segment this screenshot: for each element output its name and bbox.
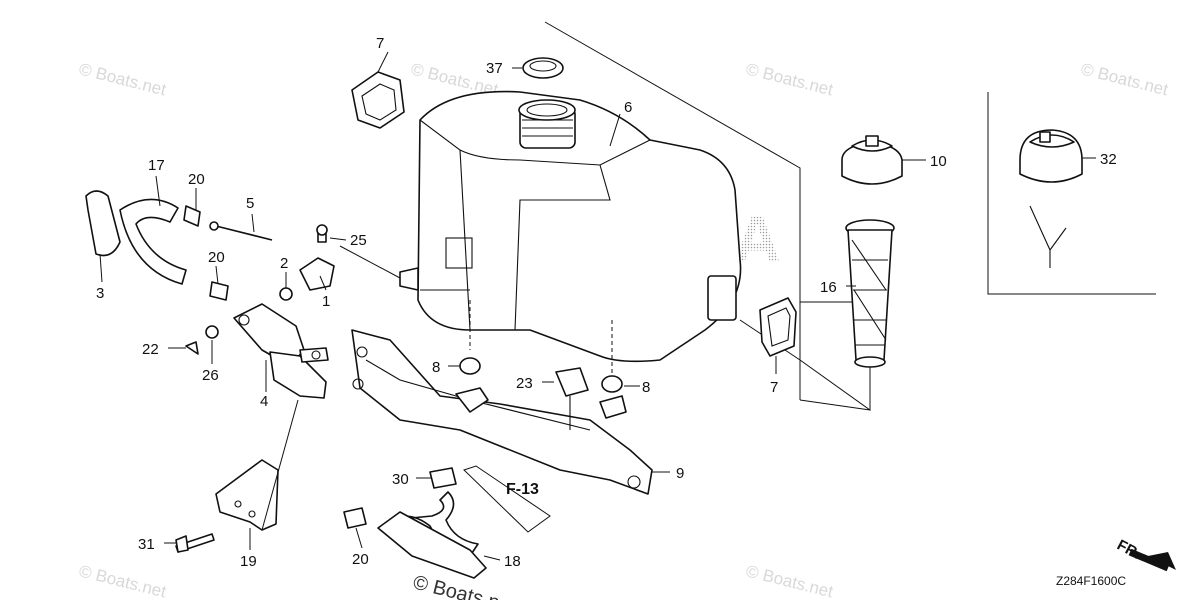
callout-16[interactable]: 16 [820, 279, 837, 296]
drawing-code: Z284F1600C [1056, 574, 1126, 588]
site-watermark: © Boats.net [1079, 59, 1170, 99]
callout-19[interactable]: 19 [240, 553, 257, 570]
section-ref-label: F-13 [506, 481, 539, 498]
callout-2[interactable]: 2 [280, 255, 288, 272]
fuel-hoses [85, 190, 487, 579]
callout-18[interactable]: 18 [504, 553, 521, 570]
callout-8[interactable]: 8 [432, 359, 440, 376]
callout-23[interactable]: 23 [516, 375, 533, 392]
callout-3[interactable]: 3 [96, 285, 104, 302]
callout-5[interactable]: 5 [246, 195, 254, 212]
callout-8[interactable]: 8 [642, 379, 650, 396]
fuel-strainer [845, 219, 895, 368]
section-ref-f13[interactable]: F-13 [463, 465, 551, 533]
callout-22[interactable]: 22 [142, 341, 159, 358]
callout-32[interactable]: 32 [1100, 151, 1117, 168]
grommets [459, 357, 623, 430]
callout-20[interactable]: 20 [188, 171, 205, 188]
callout-17[interactable]: 17 [148, 157, 165, 174]
fuel-cap-tethered [1019, 129, 1083, 268]
fuel-cap [841, 135, 903, 185]
callout-4[interactable]: 4 [260, 393, 268, 410]
callout-10[interactable]: 10 [930, 153, 947, 170]
site-watermark: © Boats.net [77, 59, 168, 99]
leader-lines [99, 51, 1096, 561]
tank-cushion-right [759, 297, 797, 357]
filler-seal-ring [522, 57, 564, 79]
site-watermark: © Boats.net [744, 561, 835, 600]
inset-frame [987, 92, 1156, 295]
site-watermark: © Boats.net [77, 561, 168, 600]
callout-20[interactable]: 20 [208, 249, 225, 266]
callout-20[interactable]: 20 [352, 551, 369, 568]
fuel-cock-assembly [185, 221, 335, 399]
callout-6[interactable]: 6 [624, 99, 632, 116]
callout-26[interactable]: 26 [202, 367, 219, 384]
front-direction-arrow: FR. [1114, 537, 1176, 572]
callout-1[interactable]: 1 [322, 293, 330, 310]
callout-30[interactable]: 30 [392, 471, 409, 488]
fuel-tank [339, 90, 742, 375]
callout-31[interactable]: 31 [138, 536, 155, 553]
fuel-cock-bracket [175, 399, 299, 553]
tank-cushion-left [351, 71, 405, 129]
tank-stay [351, 329, 653, 495]
site-watermark: © Boats.net [744, 59, 835, 99]
callout-7[interactable]: 7 [770, 379, 778, 396]
callouts: 3 17 20 5 25 20 2 1 22 26 4 7 37 6 8 23 … [96, 35, 1117, 570]
callout-37[interactable]: 37 [486, 60, 503, 77]
site-watermark-dark: © Boats.net [411, 572, 518, 600]
callout-9[interactable]: 9 [676, 465, 684, 482]
callout-25[interactable]: 25 [350, 232, 367, 249]
callout-7[interactable]: 7 [376, 35, 384, 52]
